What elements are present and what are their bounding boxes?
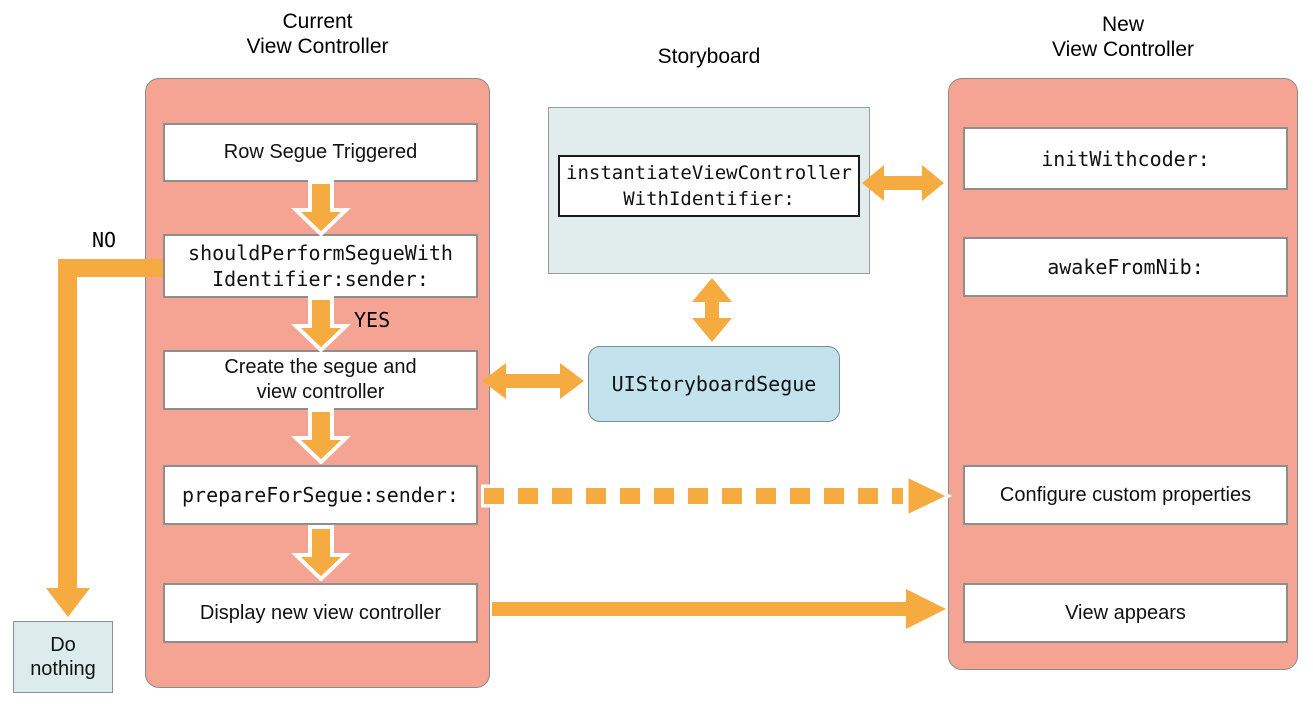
class-uistoryboardsegue: UIStoryboardSegue [588, 346, 840, 422]
step-display-new-vc: Display new view controller [163, 583, 478, 643]
title-line: New [1101, 13, 1144, 36]
do-nothing-line: nothing [30, 658, 96, 680]
method-label-line: instantiateViewController [566, 162, 852, 184]
class-label: UIStoryboardSegue [611, 372, 817, 396]
step-label: Display new view controller [199, 601, 442, 624]
column-title-current: Current View Controller [145, 9, 490, 59]
step-label-line: view controller [256, 381, 385, 403]
no-branch-arrow [58, 259, 77, 589]
step-create-segue: Create the segue and view controller [163, 350, 478, 410]
method-awake-from-nib: awakeFromNib: [963, 237, 1288, 297]
title-line: Storyboard [657, 45, 761, 68]
title-line: Current [282, 10, 353, 33]
step-label-line: Create the segue and [224, 356, 417, 378]
method-label: awakeFromNib: [1047, 255, 1204, 279]
arrow-down-icon [291, 525, 351, 581]
arrow-down-icon [291, 296, 351, 352]
label-yes: YES [354, 308, 391, 332]
double-arrow-horizontal-icon [862, 165, 944, 201]
step-label: Configure custom properties [999, 483, 1252, 506]
double-arrow-horizontal-icon [482, 363, 584, 399]
step-label-line: shouldPerformSegueWith [188, 241, 453, 265]
step-configure-custom-properties: Configure custom properties [963, 465, 1288, 525]
do-nothing-line: Do [50, 634, 76, 656]
step-prepare-for-segue: prepareForSegue:sender: [163, 465, 478, 525]
dashed-arrow-icon [481, 473, 953, 519]
column-title-storyboard: Storyboard [548, 44, 870, 69]
step-label-line: Identifier:sender: [212, 267, 429, 291]
double-arrow-vertical-icon [692, 278, 732, 342]
method-init-with-coder: initWithcoder: [963, 127, 1288, 190]
method-label: initWithcoder: [1041, 146, 1210, 171]
arrow-down-icon [291, 408, 351, 464]
no-branch-arrow [58, 259, 166, 277]
step-label: View appears [1065, 601, 1186, 624]
no-branch-arrowhead-icon [46, 588, 90, 617]
step-label: prepareForSegue:sender: [182, 483, 459, 507]
title-line: View Controller [246, 35, 389, 58]
label-no: NO [92, 228, 117, 252]
step-view-appears: View appears [963, 583, 1288, 643]
solid-arrow-icon [492, 589, 946, 629]
method-label-line: WithIdentifier: [623, 188, 795, 210]
step-should-perform-segue: shouldPerformSegueWith Identifier:sender… [163, 234, 478, 298]
step-row-segue-triggered: Row Segue Triggered [163, 123, 478, 182]
arrow-down-icon [291, 180, 351, 236]
column-title-new: New View Controller [948, 12, 1298, 62]
method-instantiate-view-controller: instantiateViewController WithIdentifier… [558, 155, 860, 217]
step-label: Row Segue Triggered [223, 141, 418, 163]
title-line: View Controller [1051, 38, 1194, 61]
do-nothing-box: Do nothing [13, 621, 113, 693]
